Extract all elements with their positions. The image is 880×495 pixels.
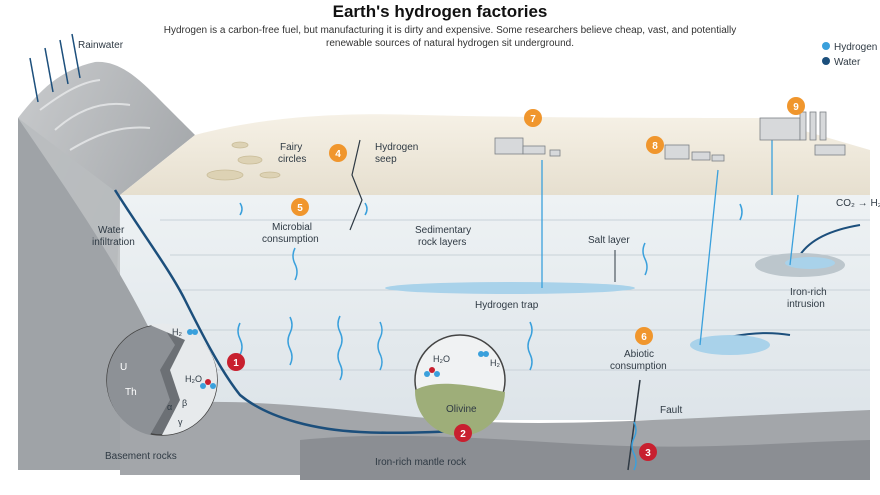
- label-iron-intrusion-2: intrusion: [787, 299, 825, 310]
- legend-water-label: Water: [834, 57, 861, 68]
- label-h2-inset1: H₂: [172, 327, 182, 337]
- badge-4-text: 4: [335, 149, 341, 160]
- badge-9-text: 9: [793, 102, 799, 113]
- badge-5: 5: [291, 198, 309, 216]
- label-mantle-rock: Iron-rich mantle rock: [375, 457, 467, 468]
- legend-hydrogen-label: Hydrogen: [834, 42, 877, 53]
- badge-6-text: 6: [641, 332, 647, 343]
- badge-7-text: 7: [530, 114, 536, 125]
- legend-water-dot: [822, 57, 830, 65]
- label-sedimentary-1: Sedimentary: [415, 225, 471, 236]
- badge-2-text: 2: [460, 429, 466, 440]
- surface-plateau: [120, 114, 870, 195]
- label-abiotic-1: Abiotic: [624, 349, 654, 360]
- label-basement-rocks: Basement rocks: [105, 451, 177, 462]
- label-sedimentary-2: rock layers: [418, 237, 466, 248]
- label-olivine: Olivine: [446, 404, 477, 415]
- badge-3-text: 3: [645, 448, 651, 459]
- label-water-infiltration-1: Water: [98, 225, 125, 236]
- label-co2-h2: CO₂ → H₂: [836, 198, 880, 209]
- badge-9: 9: [787, 97, 805, 115]
- badge-4: 4: [329, 144, 347, 162]
- badge-1-text: 1: [233, 358, 239, 369]
- label-uranium: U: [120, 362, 127, 373]
- label-h2o-inset1: H₂O: [185, 374, 202, 384]
- badge-1: 1: [227, 353, 245, 371]
- label-iron-intrusion-1: Iron-rich: [790, 287, 827, 298]
- badge-3: 3: [639, 443, 657, 461]
- label-fairy-circles-2: circles: [278, 154, 306, 165]
- label-salt-layer: Salt layer: [588, 235, 630, 246]
- water-pocket-right: [785, 257, 835, 269]
- badge-2: 2: [454, 424, 472, 442]
- label-hydrogen-seep-1: Hydrogen: [375, 142, 418, 153]
- label-fairy-circles-1: Fairy: [280, 142, 302, 153]
- badge-5-text: 5: [297, 203, 303, 214]
- water-pocket-lower: [690, 335, 770, 355]
- label-hydrogen-seep-2: seep: [375, 154, 397, 165]
- badge-8: 8: [646, 136, 664, 154]
- label-abiotic-2: consumption: [610, 361, 667, 372]
- inset-serpentinization: [415, 335, 505, 436]
- badge-7: 7: [524, 109, 542, 127]
- label-thorium: Th: [125, 387, 137, 398]
- label-water-infiltration-2: infiltration: [92, 237, 135, 248]
- label-rainwater: Rainwater: [78, 40, 124, 51]
- salt-layer: [385, 282, 635, 294]
- badge-8-text: 8: [652, 141, 658, 152]
- badge-6: 6: [635, 327, 653, 345]
- label-gamma: γ: [178, 417, 183, 427]
- label-microbial-2: consumption: [262, 234, 319, 245]
- label-h2o-inset2: H₂O: [433, 354, 450, 364]
- legend-hydrogen-dot: [822, 42, 830, 50]
- label-beta: β: [182, 398, 187, 408]
- label-fault: Fault: [660, 405, 682, 416]
- label-microbial-1: Microbial: [272, 222, 312, 233]
- label-alpha: α: [167, 402, 172, 412]
- label-hydrogen-trap: Hydrogen trap: [475, 300, 539, 311]
- label-h2-inset2: H₂: [490, 358, 500, 368]
